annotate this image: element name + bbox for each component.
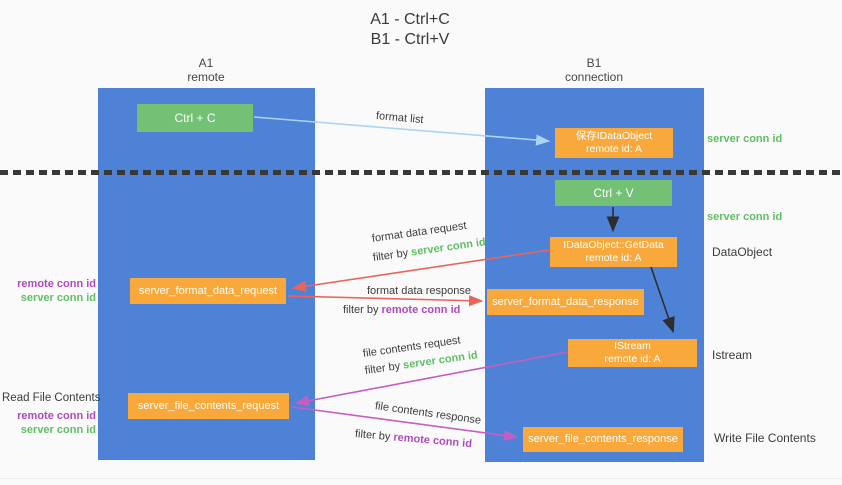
node-format-request-label: server_format_data_request: [138, 284, 278, 297]
edge-label-file-contents-response: file contents response: [374, 400, 482, 427]
lane-b-header: B1 connection: [534, 56, 654, 84]
node-istream-line1: IStream: [614, 340, 651, 352]
canvas-bottom-edge: [0, 478, 842, 479]
node-save-idataobject[interactable]: 保存IDataObject remote id: A: [555, 128, 673, 158]
edge-label-format-data-response: format data response: [367, 285, 471, 297]
node-idataobject-getdata[interactable]: IDataObject::GetData remote id: A: [550, 237, 677, 267]
node-ctrl-v[interactable]: Ctrl + V: [555, 180, 672, 206]
node-server-format-data-response[interactable]: server_format_data_response: [487, 289, 644, 315]
label-remote-conn-id-1: remote conn id: [17, 278, 96, 290]
label-server-conn-id-2: server conn id: [20, 424, 96, 436]
node-server-file-contents-request[interactable]: server_file_contents_request: [128, 393, 289, 419]
edge-label-filter-file-response: filter by remote conn id: [354, 428, 472, 450]
label-remote-conn-id-2: remote conn id: [17, 410, 96, 422]
edge-label-filter-format-response: filter by remote conn id: [343, 304, 460, 316]
lane-a-name: A1: [198, 56, 214, 70]
label-server-conn-id-mid: server conn id: [707, 211, 783, 223]
label-server-conn-id-1: server conn id: [20, 292, 96, 304]
filter-remote-conn-id: remote conn id: [392, 431, 473, 451]
node-ctrl-c[interactable]: Ctrl + C: [137, 104, 253, 132]
lane-b-role: connection: [564, 70, 624, 84]
lane-a-header: A1 remote: [146, 56, 266, 84]
node-getdata-line1: IDataObject::GetData: [563, 239, 664, 251]
node-server-file-contents-response[interactable]: server_file_contents_response: [523, 427, 683, 452]
filter-by-prefix: filter by: [343, 304, 382, 316]
label-dataobject: DataObject: [712, 245, 773, 259]
node-ctrl-v-label: Ctrl + V: [593, 185, 634, 200]
title-line-2: B1 - Ctrl+V: [370, 31, 450, 48]
node-file-response-label: server_file_contents_response: [528, 433, 678, 445]
node-server-format-data-request[interactable]: server_format_data_request: [130, 278, 286, 304]
node-format-response-label: server_format_data_response: [492, 295, 639, 308]
diagram-title: A1 - Ctrl+C B1 - Ctrl+V: [300, 10, 520, 50]
edge-label-format-list: format list: [375, 110, 425, 127]
node-istream-line2: remote id: A: [604, 353, 661, 365]
node-save-idataobject-line2: remote id: A: [585, 143, 643, 155]
lane-a-role: remote: [187, 70, 225, 84]
label-conn-ids-file: remote conn id server conn id: [2, 409, 96, 437]
filter-server-conn-id: server conn id: [410, 236, 487, 259]
lane-b-name: B1: [586, 56, 602, 70]
filter-by-prefix: filter by: [372, 246, 412, 264]
label-write-file-contents: Write File Contents: [714, 431, 816, 445]
filter-by-prefix: filter by: [354, 428, 394, 444]
node-getdata-line2: remote id: A: [585, 252, 642, 264]
dashed-divider-line: [0, 170, 842, 175]
node-save-idataobject-line1: 保存IDataObject: [575, 130, 653, 142]
label-istream: Istream: [712, 348, 753, 362]
filter-by-prefix: filter by: [364, 359, 404, 377]
node-istream[interactable]: IStream remote id: A: [568, 339, 697, 367]
filter-remote-conn-id: remote conn id: [381, 304, 461, 316]
label-server-conn-id-top: server conn id: [707, 133, 783, 145]
node-file-request-label: server_file_contents_request: [137, 399, 280, 412]
node-ctrl-c-label: Ctrl + C: [174, 110, 216, 125]
label-read-file-contents: Read File Contents: [2, 392, 101, 404]
label-conn-ids-format: remote conn id server conn id: [2, 277, 96, 305]
title-line-1: A1 - Ctrl+C: [370, 11, 450, 28]
